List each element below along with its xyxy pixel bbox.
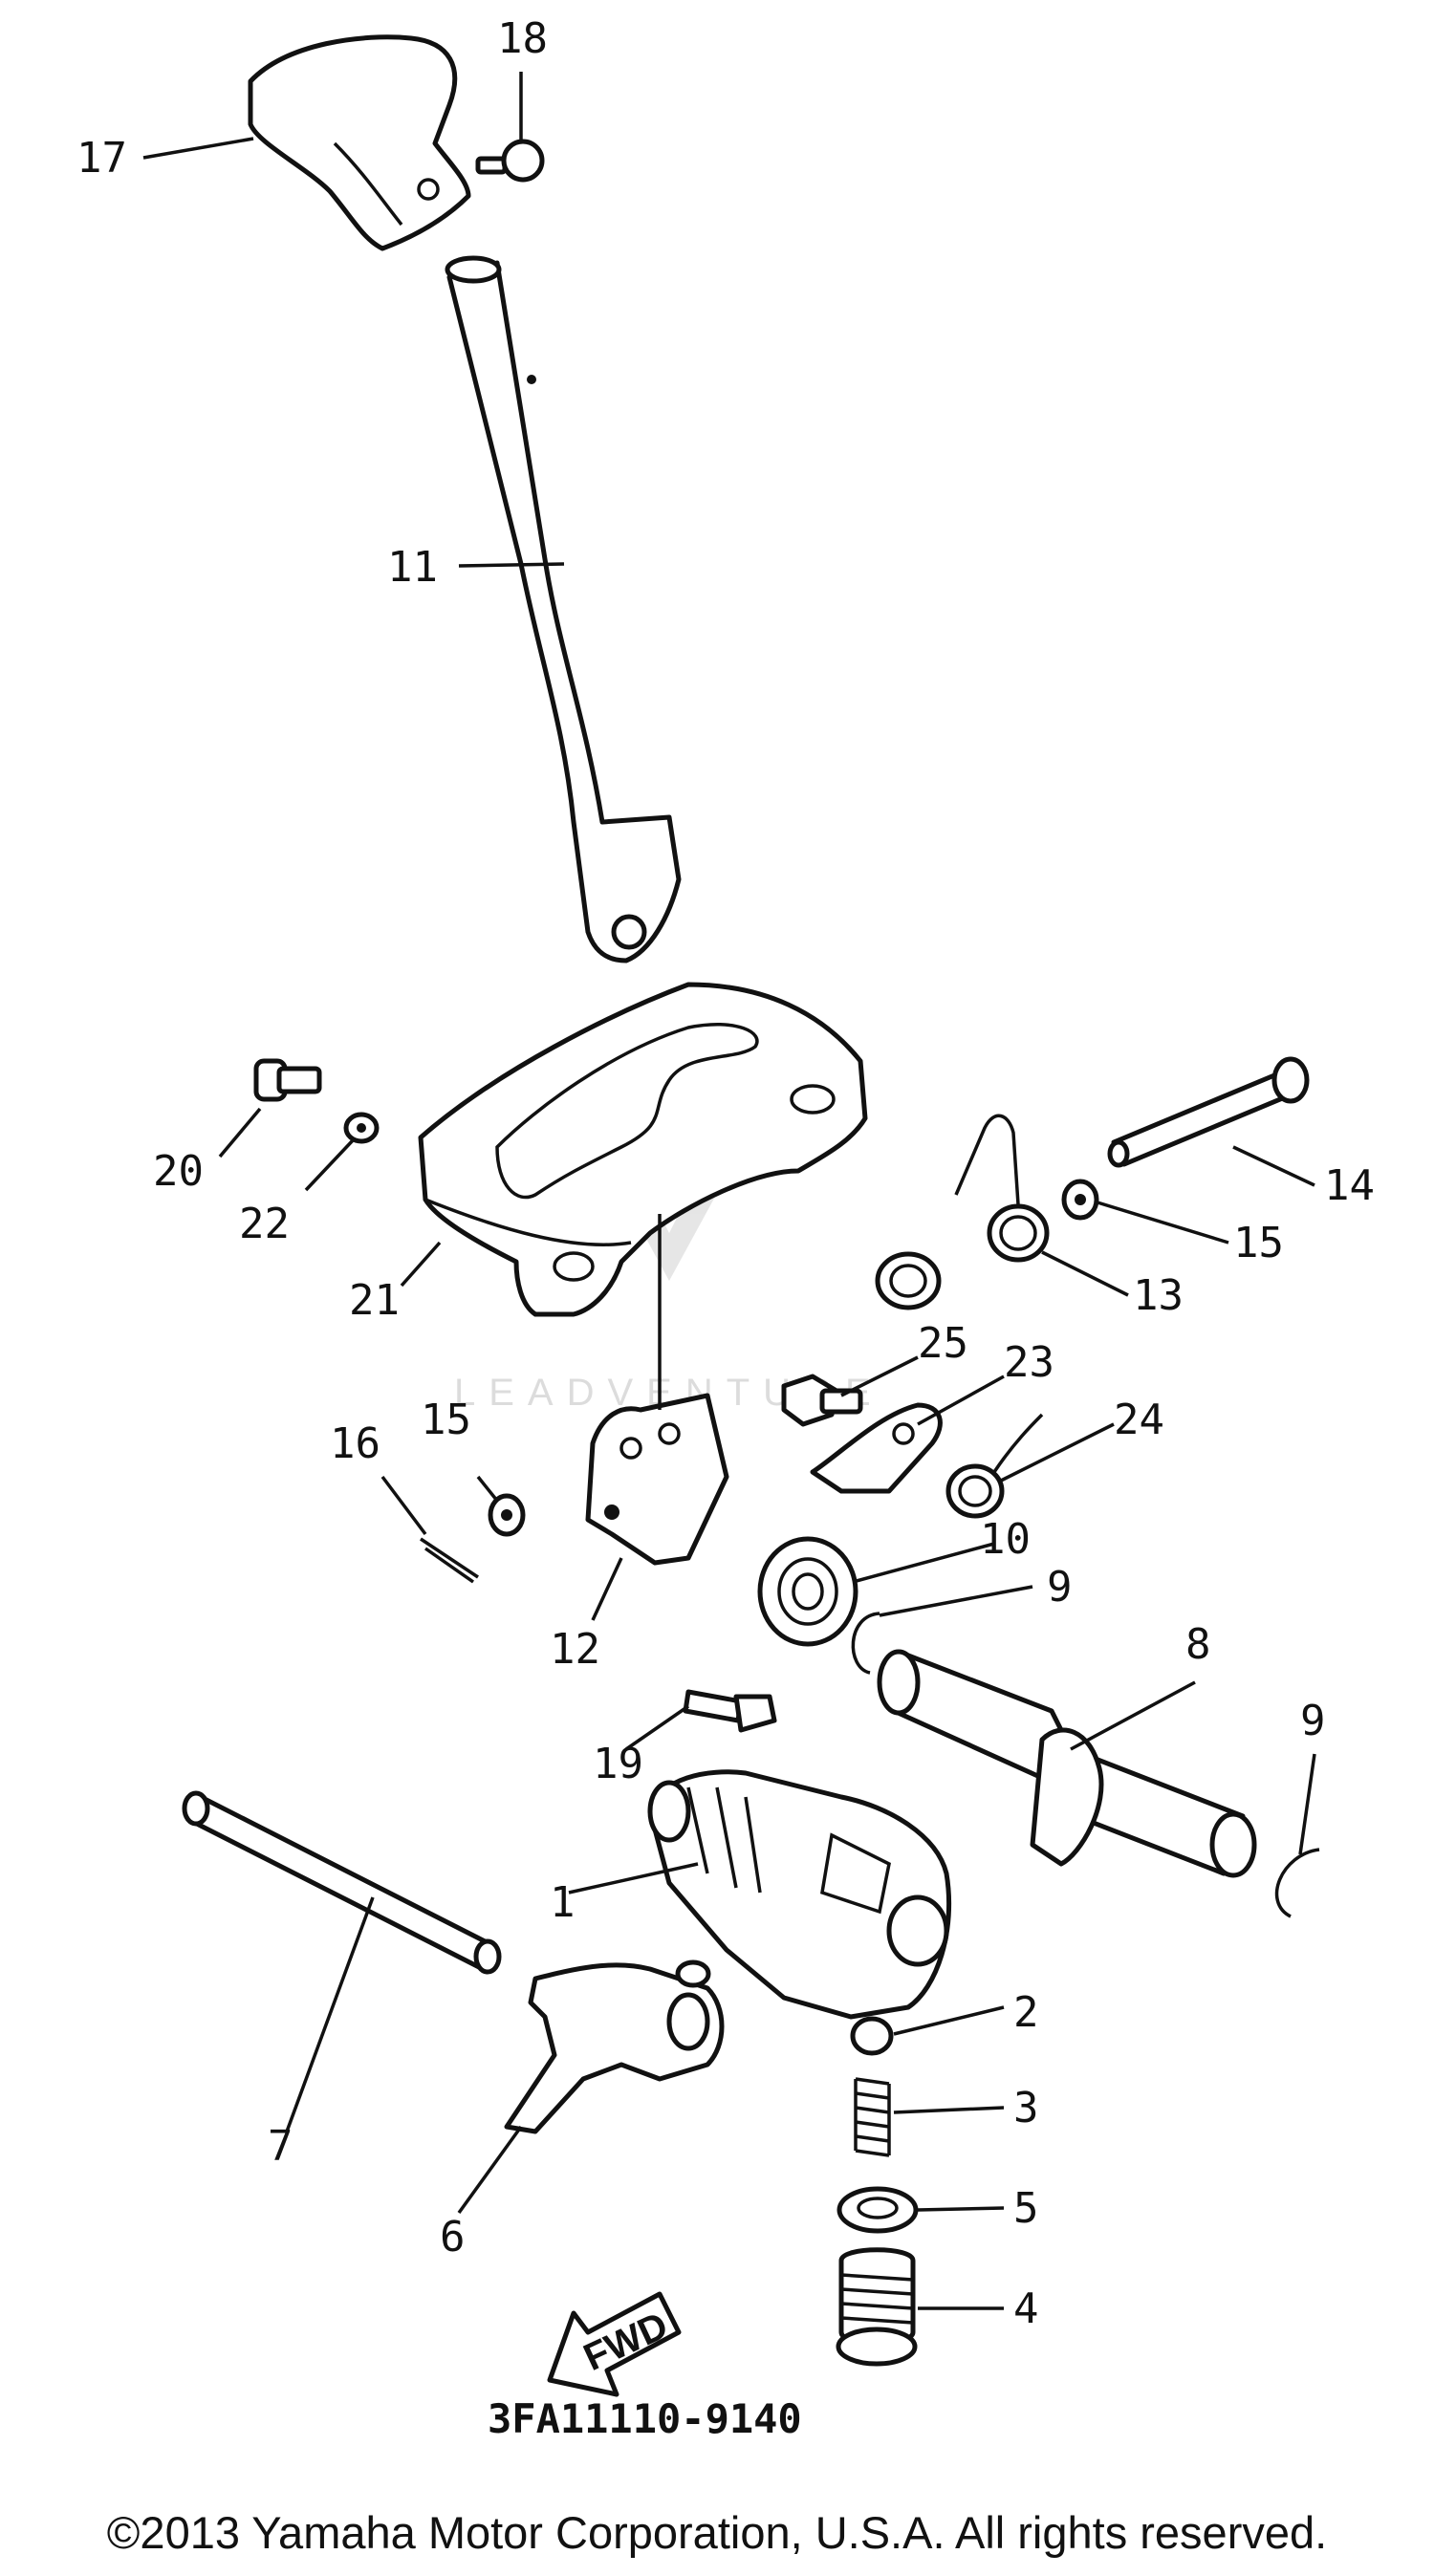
callout-4: 4 bbox=[1013, 2284, 1039, 2333]
callout-8: 8 bbox=[1185, 1620, 1211, 1669]
arm-washer bbox=[488, 1493, 526, 1537]
gate-bolt bbox=[253, 1058, 322, 1102]
callout-6: 6 bbox=[440, 2213, 466, 2262]
callout-24: 24 bbox=[1114, 1396, 1164, 1444]
callout-25: 25 bbox=[918, 1319, 968, 1368]
stopper-bolt bbox=[781, 1374, 863, 1427]
drain-plug bbox=[836, 2247, 918, 2367]
callout-13: 13 bbox=[1133, 1271, 1184, 1320]
return-spring bbox=[875, 1114, 1050, 1310]
shift-shaft bbox=[877, 1649, 1257, 1878]
detent-ball bbox=[850, 2016, 894, 2056]
callout-1: 1 bbox=[550, 1878, 576, 1927]
callout-15b: 15 bbox=[421, 1396, 471, 1444]
callout-21: 21 bbox=[349, 1276, 400, 1325]
knob-screw bbox=[475, 139, 545, 183]
callout-14: 14 bbox=[1324, 1161, 1375, 1210]
pivot-pin bbox=[1107, 1056, 1310, 1168]
shift-lever bbox=[445, 255, 682, 963]
copyright-notice: ©2013 Yamaha Motor Corporation, U.S.A. A… bbox=[106, 2507, 1328, 2558]
callout-2: 2 bbox=[1013, 1988, 1039, 2037]
callout-20: 20 bbox=[153, 1147, 204, 1196]
shift-drum bbox=[647, 1769, 952, 2020]
shift-gate-bracket bbox=[418, 982, 868, 1317]
callout-9a: 9 bbox=[1047, 1563, 1073, 1612]
shift-knob bbox=[248, 34, 471, 251]
callout-16: 16 bbox=[330, 1419, 380, 1468]
diagram-code: 3FA11110-9140 bbox=[488, 2395, 802, 2442]
stopper-lever bbox=[810, 1402, 943, 1494]
detent-spring bbox=[854, 2077, 891, 2157]
cotter-pin bbox=[420, 1537, 479, 1584]
callout-10: 10 bbox=[980, 1515, 1031, 1564]
guide-bar bbox=[182, 1790, 502, 1975]
oil-seal bbox=[757, 1536, 858, 1647]
forward-arrow: FWD bbox=[547, 2291, 682, 2397]
callout-19: 19 bbox=[593, 1740, 643, 1788]
callout-15a: 15 bbox=[1233, 1219, 1284, 1267]
callout-9b: 9 bbox=[1300, 1697, 1326, 1745]
circlip-lower bbox=[1274, 1848, 1320, 1918]
arm-bolt bbox=[683, 1689, 777, 1733]
gate-washer bbox=[343, 1112, 380, 1144]
gasket bbox=[836, 2186, 919, 2234]
callout-17: 17 bbox=[76, 134, 127, 183]
callout-3: 3 bbox=[1013, 2084, 1039, 2132]
callouts: 17 18 11 20 22 21 14 15 13 25 23 24 15 1… bbox=[76, 14, 1375, 2333]
stopper-spring bbox=[945, 1413, 1044, 1519]
callout-7: 7 bbox=[268, 2122, 293, 2171]
callout-18: 18 bbox=[497, 14, 548, 63]
shift-arm bbox=[585, 1214, 729, 1566]
callout-23: 23 bbox=[1004, 1338, 1054, 1387]
callout-22: 22 bbox=[239, 1200, 290, 1248]
callout-11: 11 bbox=[387, 543, 438, 592]
callout-5: 5 bbox=[1013, 2184, 1039, 2233]
shift-fork bbox=[504, 1959, 725, 2134]
circlip-upper bbox=[851, 1612, 880, 1675]
callout-12: 12 bbox=[550, 1625, 600, 1674]
leader-lines bbox=[142, 72, 1316, 2310]
pin-washer-top bbox=[1061, 1179, 1099, 1221]
